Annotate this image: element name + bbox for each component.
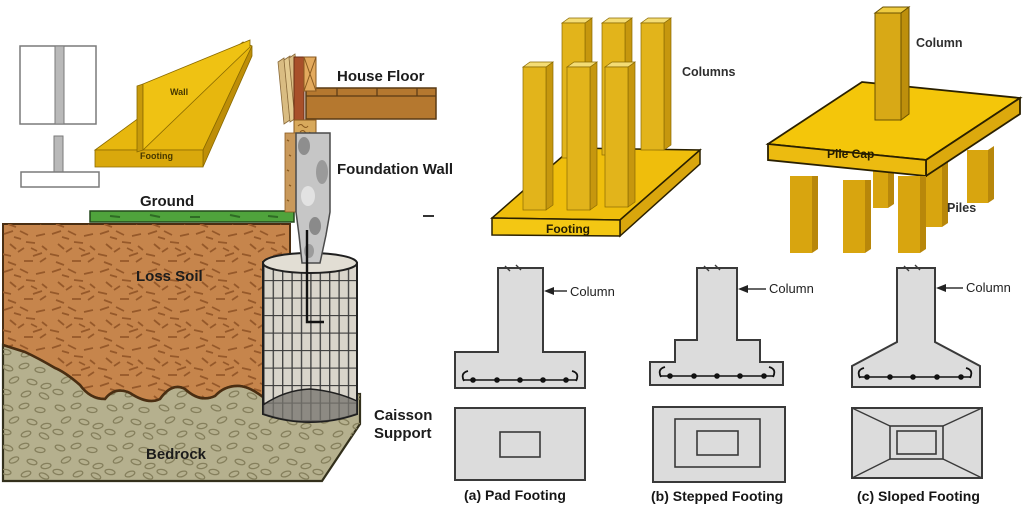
caisson-diagram [1, 53, 437, 483]
ground-label: Ground [140, 193, 194, 210]
pad-column-label: Column [570, 284, 615, 299]
mat-columns-front-row [521, 61, 637, 211]
caisson-support-label-line2: Support [374, 425, 432, 442]
stepped-caption: (b) Stepped Footing [651, 488, 783, 504]
sloped-footing-diagram [851, 264, 983, 479]
stepped-rebar-hooks [658, 366, 776, 378]
sloped-plan-inner [896, 430, 937, 455]
bedrock-label: Bedrock [146, 446, 207, 463]
pad-caption: (a) Pad Footing [464, 487, 566, 503]
pad-rebar-dots [470, 377, 569, 383]
sloped-column-label: Column [966, 280, 1011, 295]
stepped-column-arrowhead [738, 285, 748, 293]
sloped-elevation [851, 267, 981, 388]
stepped-elevation [649, 267, 784, 386]
pile-column-label: Column [916, 36, 963, 50]
columns-label: Columns [682, 65, 736, 79]
sloped-column-break-marks [903, 264, 921, 272]
ground-strip-texture [109, 214, 279, 218]
pad-plan-inner [499, 431, 541, 458]
stepped-column-break-marks [703, 264, 721, 272]
elevation-footing-base [20, 171, 100, 188]
loss-soil-label: Loss Soil [136, 268, 203, 285]
strip-wall-front-face [142, 39, 251, 151]
wall-footing-plan-view [19, 45, 100, 188]
stepped-footing-diagram [649, 264, 786, 483]
footing-label-mat: Footing [546, 222, 590, 236]
caisson-support-label-line1: Caisson [374, 407, 432, 424]
sloped-rebar-dots [864, 374, 964, 380]
pad-elevation [454, 267, 586, 389]
strip-footing-3d [93, 39, 253, 168]
sloped-column-arrowhead [936, 284, 946, 292]
soil-bedrock-boundary [2, 343, 264, 403]
wall-insulation-strip [284, 132, 297, 213]
pad-footing-diagram [454, 264, 586, 481]
pad-rebar-hooks [461, 370, 579, 382]
piles-label: Piles [947, 201, 976, 215]
mat-foundation-diagram [490, 17, 702, 238]
bedrock-texture [3, 345, 360, 481]
house-floor-beam [305, 87, 437, 120]
pile-column-side [900, 6, 910, 121]
plan-wall-strip [54, 45, 65, 125]
stud-cross-brace [303, 56, 317, 92]
footing-label-strip: Footing [140, 151, 173, 161]
pile-column-front [874, 12, 902, 121]
house-floor-label: House Floor [337, 68, 425, 85]
pile-cap-diagram [765, 6, 1023, 253]
pad-column-arrowhead [544, 287, 554, 295]
stepped-rebar-dots [667, 373, 767, 379]
stepped-column-label: Column [769, 281, 814, 296]
caisson-rock-socket [262, 388, 358, 423]
wall-label: Wall [170, 87, 188, 97]
piles-back-row [873, 146, 994, 227]
strip-footing-front-face [94, 149, 204, 168]
strip-wall-edge-face [136, 83, 144, 153]
sloped-rebar-hooks [857, 367, 973, 379]
rim-board [293, 56, 305, 123]
pad-column-break-marks [504, 264, 522, 272]
insulation-dots [286, 139, 292, 202]
piles-front-row [790, 176, 926, 253]
loss-soil-texture [3, 224, 290, 401]
floor-plank-ticks [336, 88, 418, 96]
foundation-wall-label: Foundation Wall [337, 161, 453, 178]
pile-cap-label: Pile Cap [827, 147, 874, 161]
sloped-caption: (c) Sloped Footing [857, 488, 980, 504]
mat-front-face [491, 217, 621, 237]
rebar-dowel [305, 230, 324, 324]
elevation-wall-stem [53, 135, 64, 174]
stepped-plan-inner [696, 430, 739, 456]
sloped-plan-diagonals [851, 407, 983, 479]
